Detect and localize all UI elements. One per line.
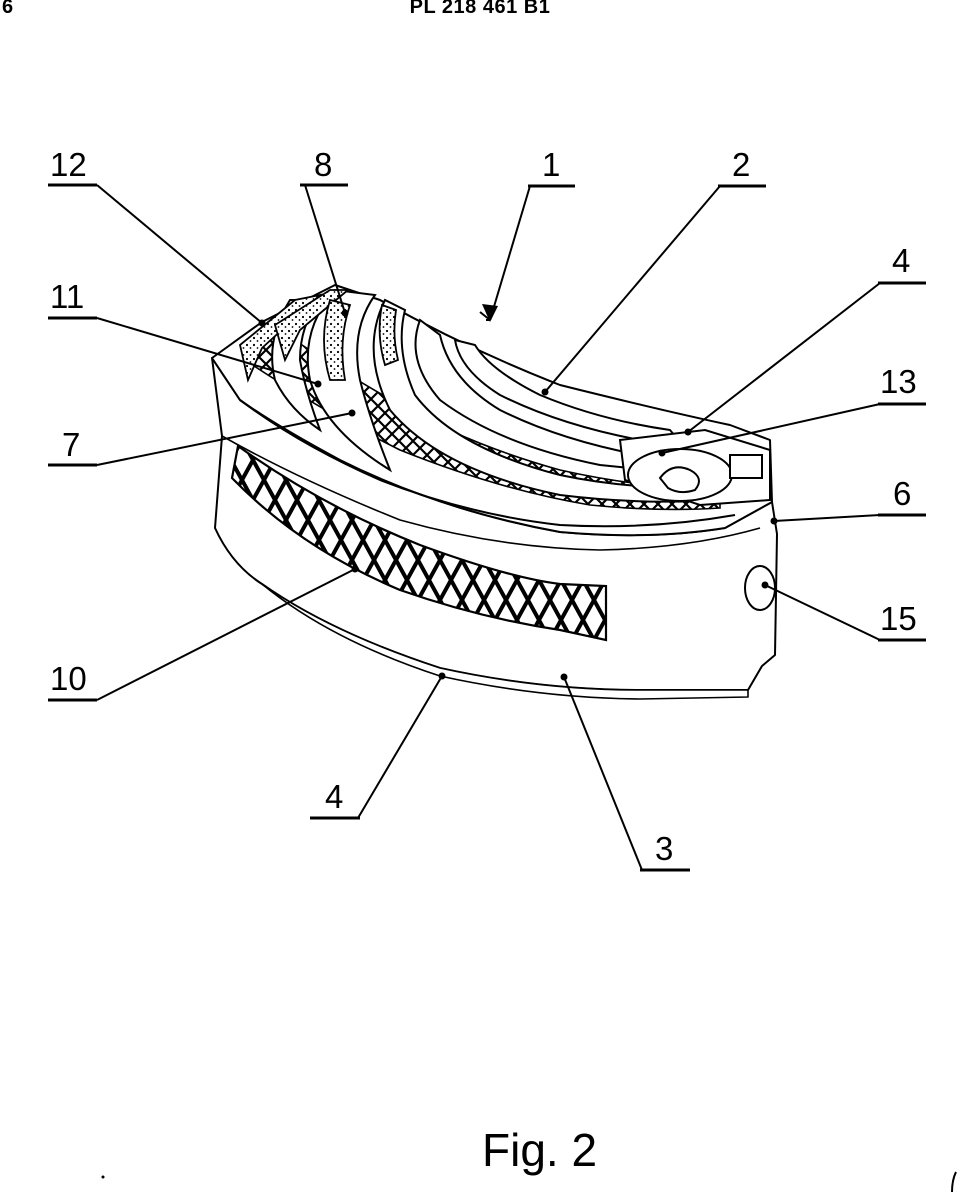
ref-label-6: 6: [893, 475, 911, 512]
ref-label-4-bottom: 4: [325, 778, 343, 815]
label-underlines: [48, 183, 926, 872]
ref-label-7: 7: [62, 426, 80, 463]
page-number: 6: [2, 0, 14, 18]
ref-label-8: 8: [314, 146, 332, 183]
stray-dot: [101, 1175, 105, 1179]
ref-label-15: 15: [880, 600, 917, 637]
end-socket: [618, 428, 771, 507]
figure-caption: Fig. 2: [482, 1124, 598, 1176]
bottom-plate: [261, 583, 749, 700]
ref-label-4-top: 4: [892, 242, 910, 279]
ref-label-11: 11: [50, 278, 84, 315]
ref-label-3: 3: [655, 830, 673, 867]
patent-number: PL 218 461 B1: [409, 0, 551, 18]
reference-labels: 12 8 1 2 4 11 13 7 6 15 10 4 3: [50, 146, 917, 867]
ref-label-12: 12: [50, 146, 87, 183]
ref-label-13: 13: [880, 363, 917, 400]
side-opening: [744, 565, 776, 611]
leader-dots: [258, 309, 778, 681]
leader-lines: [96, 184, 881, 871]
stray-mark: [951, 1171, 957, 1192]
ref-label-2: 2: [732, 146, 750, 183]
arrow-head-1: [482, 304, 498, 322]
lattice-window: [230, 444, 608, 642]
ref-label-1: 1: [542, 146, 560, 183]
coated-fins: [238, 289, 400, 383]
ref-label-10: 10: [50, 660, 87, 697]
